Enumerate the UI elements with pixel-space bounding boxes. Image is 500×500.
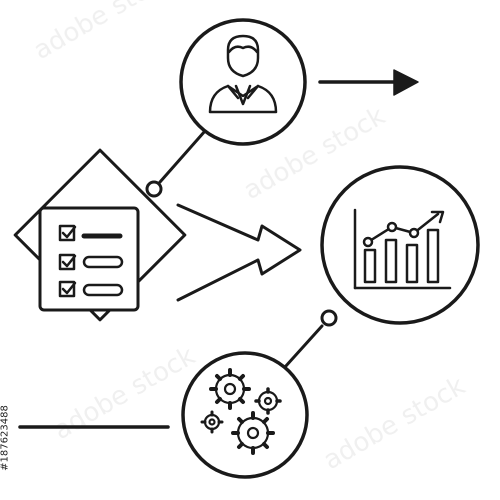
gears-node	[181, 309, 338, 479]
gears-icon	[200, 368, 282, 455]
chevron-arrow	[176, 203, 302, 302]
connector-dot	[145, 180, 163, 198]
checkbox-checked-icon	[58, 253, 77, 271]
svg-text:adobe stock: adobe stock	[49, 341, 201, 446]
checkbox-checked-icon	[58, 280, 77, 298]
chart-node	[320, 165, 480, 325]
connector-line	[158, 129, 207, 184]
growth-bar-chart-icon	[353, 208, 452, 290]
businessman-icon	[208, 34, 278, 114]
svg-text:adobe stock: adobe stock	[319, 371, 471, 476]
right-arrow	[318, 69, 419, 96]
checklist-icon	[13, 148, 187, 322]
connector-dot	[320, 309, 338, 327]
svg-text:adobe stock: adobe stock	[29, 0, 181, 66]
connector-line	[283, 324, 324, 369]
checkbox-checked-icon	[58, 224, 77, 242]
person-node	[145, 18, 307, 198]
stock-id-label: #187623488	[0, 405, 11, 471]
